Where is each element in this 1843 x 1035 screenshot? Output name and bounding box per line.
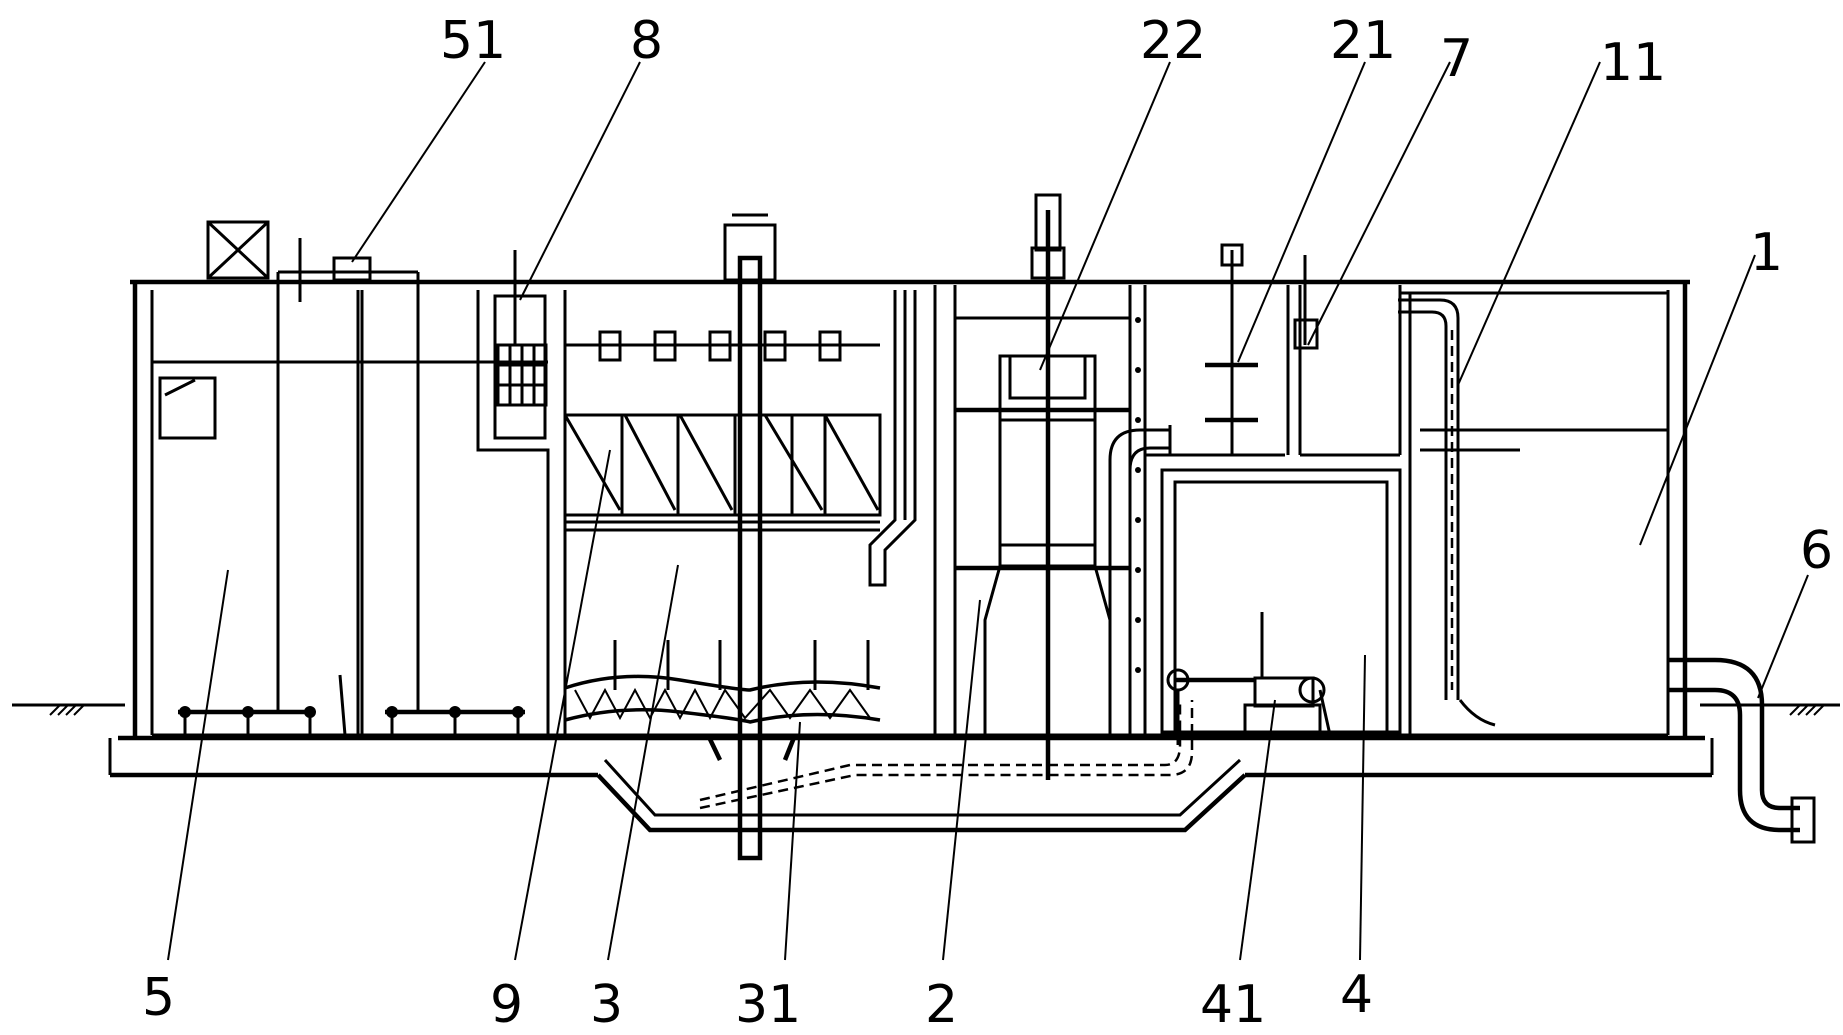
tank-3-settler: [476, 213, 917, 861]
mixer-21: [1220, 243, 1244, 267]
callout-22: 22: [1140, 11, 1206, 71]
callout-8: 8: [630, 11, 663, 71]
pump-41: [1253, 676, 1315, 708]
callout-51: 51: [440, 11, 506, 71]
scraper-31: [564, 674, 881, 692]
callout-11: 11: [1600, 33, 1666, 93]
tank-21-7: [1145, 243, 1402, 457]
inclined-plate-pack-9: [563, 413, 882, 517]
mixer-motor: [1034, 193, 1062, 252]
dosing-device-7: [1293, 318, 1319, 350]
vent-box: [206, 220, 270, 280]
tank-1: [1398, 291, 1816, 844]
pipe-11: [1398, 298, 1460, 700]
callout-3: 3: [590, 975, 623, 1035]
callout-4: 4: [1340, 965, 1373, 1025]
leader-lines: [167, 61, 1809, 961]
callout-21: 21: [1330, 11, 1396, 71]
tank-5: [152, 220, 548, 736]
weir-boxes: [598, 330, 842, 362]
callout-7: 7: [1440, 29, 1473, 89]
tank-2: [699, 193, 1194, 810]
callout-9: 9: [490, 975, 523, 1035]
tank-4-pump-room: [1160, 468, 1402, 745]
callout-6: 6: [1800, 521, 1833, 581]
drive-motor: [723, 223, 777, 282]
blower-51: [332, 256, 372, 282]
callout-31: 31: [735, 975, 801, 1035]
callout-2: 2: [925, 975, 958, 1035]
callout-41: 41: [1200, 975, 1266, 1035]
tank-structure: [108, 279, 1714, 833]
callouts: 51 8 22 21 7 11 1 6 5 9 3 31 2 41 4: [142, 11, 1833, 1035]
callout-1: 1: [1750, 223, 1783, 283]
center-shaft: [737, 255, 763, 861]
pipe-6: [1668, 657, 1800, 811]
ground-line: [12, 703, 1840, 716]
callout-5: 5: [142, 968, 175, 1028]
